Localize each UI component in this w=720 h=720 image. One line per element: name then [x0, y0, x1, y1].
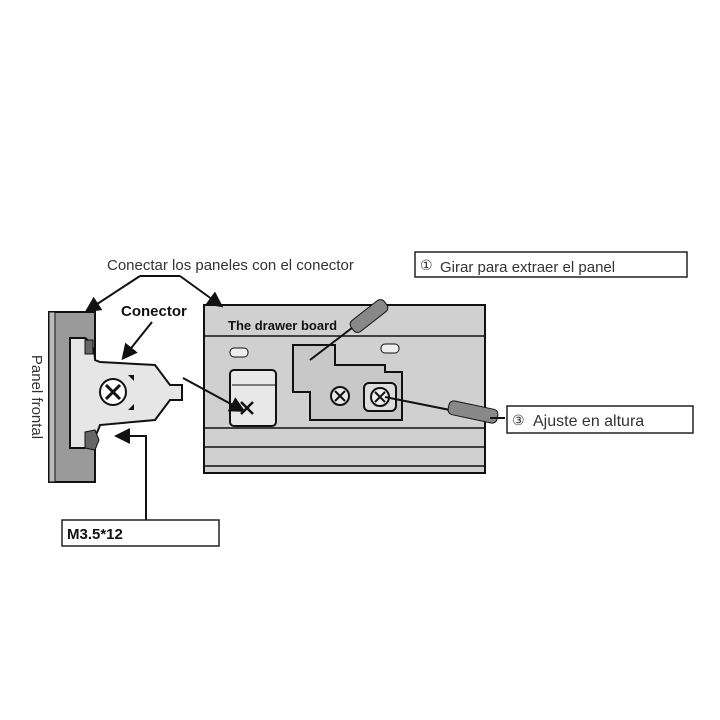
connector-label: Conector: [121, 303, 187, 320]
front-panel-label: Panel frontal: [28, 355, 45, 439]
svg-text:Ajuste en altura: Ajuste en altura: [533, 413, 644, 430]
step3-callout: ③ Ajuste en altura: [506, 405, 694, 434]
arrows: [84, 275, 505, 520]
step1-callout: ① Girar para extraer el panel: [414, 251, 688, 278]
screw-size-callout: M3.5*12: [61, 519, 220, 547]
screwdriver-icon: [309, 299, 389, 361]
svg-text:①: ①: [420, 257, 433, 273]
connect-panels-label: Conectar los paneles con el conector: [107, 257, 354, 274]
svg-text:Girar para extraer el panel: Girar para extraer el panel: [440, 259, 615, 276]
screwdriver-icon: [384, 396, 499, 424]
svg-text:③: ③: [512, 412, 525, 428]
connector: [69, 337, 183, 451]
drawer-board-label: The drawer board: [228, 318, 337, 333]
svg-text:M3.5*12: M3.5*12: [67, 526, 123, 543]
